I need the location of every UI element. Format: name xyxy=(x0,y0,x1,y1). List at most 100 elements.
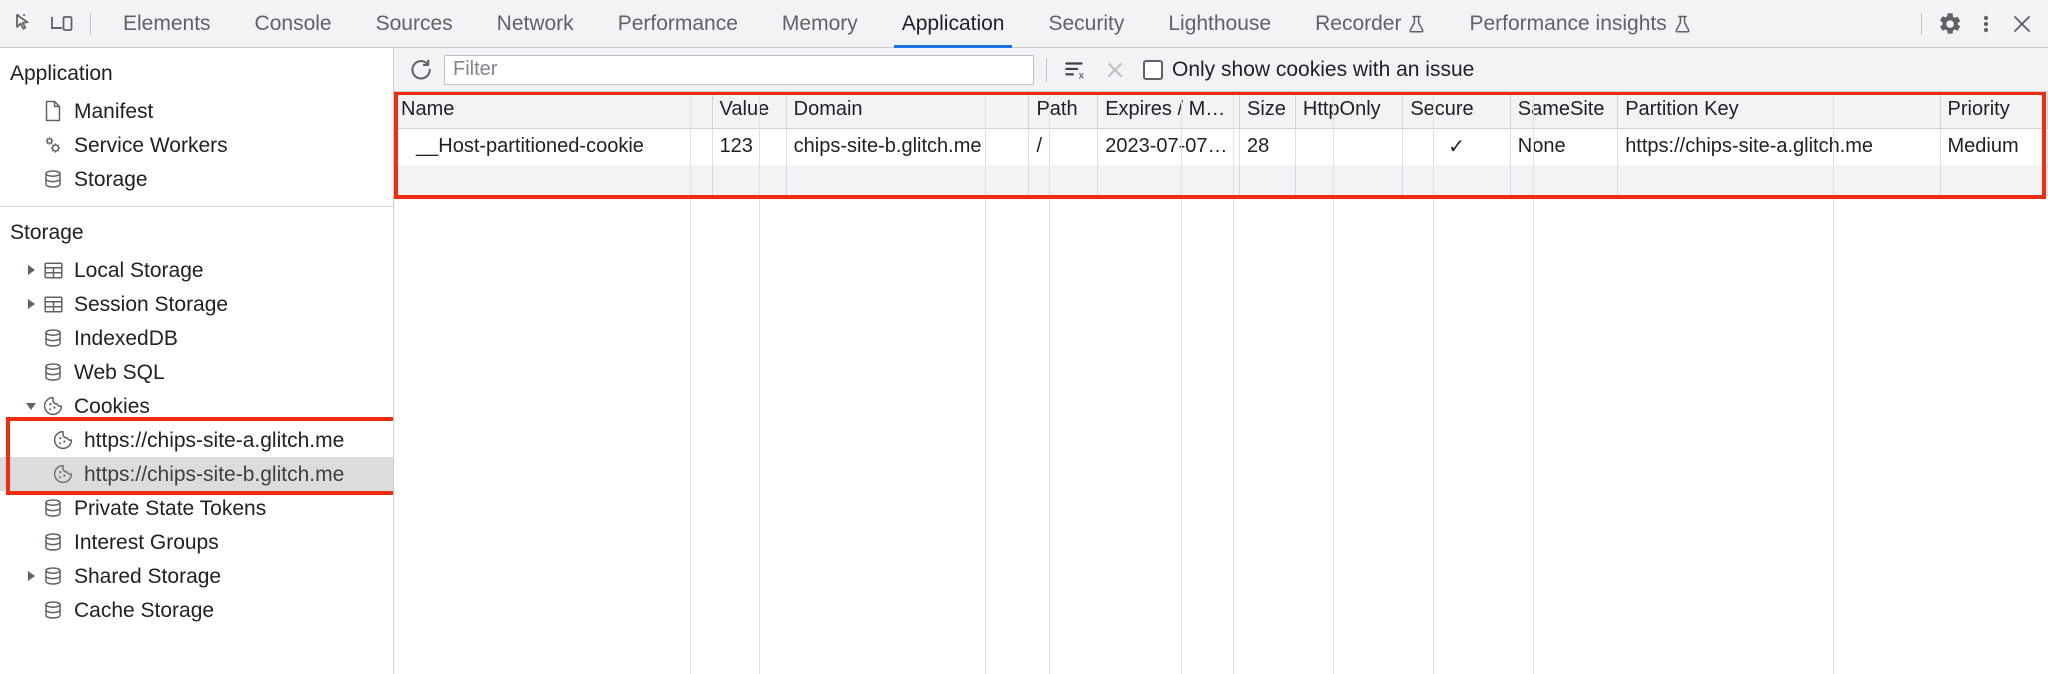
clear-filtered-cookies-icon[interactable]: x xyxy=(1059,54,1091,86)
column-header-httponly[interactable]: HttpOnly xyxy=(1295,92,1404,129)
clear-all-cookies-icon[interactable] xyxy=(1099,54,1131,86)
cell-samesite: None xyxy=(1510,128,1619,165)
sidebar-item-label: Interest Groups xyxy=(74,530,219,554)
cookies-table: Name Value Domain Path Expires / M… Size… xyxy=(394,92,2048,197)
tab-label: Performance xyxy=(617,11,738,35)
column-header-value[interactable]: Value xyxy=(712,92,787,129)
gear-icon[interactable] xyxy=(1932,6,1968,42)
tab-memory[interactable]: Memory xyxy=(760,0,880,48)
sidebar-item-interest-groups[interactable]: Interest Groups xyxy=(0,525,393,559)
only-show-issues-checkbox[interactable]: Only show cookies with an issue xyxy=(1143,58,1474,82)
sidebar-item-local-storage[interactable]: Local Storage xyxy=(0,253,393,287)
flask-icon xyxy=(1408,14,1425,34)
column-header-secure[interactable]: Secure xyxy=(1402,92,1511,129)
chevron-down-icon[interactable] xyxy=(22,402,40,410)
tab-sources[interactable]: Sources xyxy=(354,0,475,48)
devtools-tab-strip: Elements Console Sources Network Perform… xyxy=(101,0,1713,48)
tab-label: Recorder xyxy=(1315,11,1402,35)
sidebar-item-storage[interactable]: Storage xyxy=(0,162,393,196)
cookie-icon xyxy=(50,463,76,485)
tab-lighthouse[interactable]: Lighthouse xyxy=(1146,0,1293,48)
refresh-icon[interactable] xyxy=(404,54,436,86)
filter-input[interactable] xyxy=(444,54,1034,85)
devtools-body: Application Manifest xyxy=(0,48,2048,674)
sidebar-item-manifest[interactable]: Manifest xyxy=(0,94,393,128)
tab-performance[interactable]: Performance xyxy=(596,0,760,48)
cell-size: 28 xyxy=(1239,128,1296,165)
chevron-right-icon[interactable] xyxy=(22,571,40,581)
cookies-panel: x Only show cookies with an issue xyxy=(394,48,2048,674)
sidebar-divider xyxy=(0,206,393,207)
application-sidebar: Application Manifest xyxy=(0,48,394,674)
sidebar-item-label: Service Workers xyxy=(74,133,228,157)
database-icon xyxy=(40,497,66,519)
tab-label: Elements xyxy=(123,11,211,35)
sidebar-item-label: https://chips-site-a.glitch.me xyxy=(84,428,345,452)
cell-httponly xyxy=(1295,128,1404,165)
cookies-grid-wrapper: Name Value Domain Path Expires / M… Size… xyxy=(394,92,2048,674)
checkbox-label: Only show cookies with an issue xyxy=(1172,57,1475,81)
service-workers-icon xyxy=(40,134,66,156)
database-icon xyxy=(40,361,66,383)
svg-text:x: x xyxy=(1079,70,1085,81)
tab-network[interactable]: Network xyxy=(475,0,596,48)
database-icon xyxy=(40,599,66,621)
tab-performance-insights[interactable]: Performance insights xyxy=(1447,0,1712,48)
database-icon xyxy=(40,327,66,349)
sidebar-item-web-sql[interactable]: Web SQL xyxy=(0,355,393,389)
device-toolbar-icon[interactable] xyxy=(44,6,80,42)
sidebar-item-label: Shared Storage xyxy=(74,564,222,588)
chevron-right-icon[interactable] xyxy=(22,299,40,309)
sidebar-item-cookies-chips-site-a[interactable]: https://chips-site-a.glitch.me xyxy=(0,423,393,457)
tab-recorder[interactable]: Recorder xyxy=(1293,0,1447,48)
cookie-icon xyxy=(50,429,76,451)
cell-path: / xyxy=(1028,128,1099,165)
column-header-domain[interactable]: Domain xyxy=(786,92,1030,129)
tab-security[interactable]: Security xyxy=(1026,0,1146,48)
tab-elements[interactable]: Elements xyxy=(101,0,233,48)
tab-label: Application xyxy=(901,11,1005,35)
table-header-row: Name Value Domain Path Expires / M… Size… xyxy=(394,92,2048,129)
table-icon xyxy=(40,260,66,281)
tab-console[interactable]: Console xyxy=(233,0,354,48)
table-icon xyxy=(40,294,66,315)
tab-label: Memory xyxy=(781,11,858,35)
sidebar-item-private-state-tokens[interactable]: Private State Tokens xyxy=(0,491,393,525)
chevron-right-icon[interactable] xyxy=(22,265,40,275)
sidebar-item-indexeddb[interactable]: IndexedDB xyxy=(0,321,393,355)
tab-label: Network xyxy=(496,11,574,35)
database-icon xyxy=(40,168,66,190)
manifest-file-icon xyxy=(40,100,66,122)
column-header-name[interactable]: Name xyxy=(394,92,713,129)
tab-label: Security xyxy=(1048,11,1125,35)
inspect-element-icon[interactable] xyxy=(8,6,44,42)
sidebar-item-cookies[interactable]: Cookies xyxy=(0,389,393,423)
tab-label: Console xyxy=(254,11,332,35)
sidebar-item-cache-storage[interactable]: Cache Storage xyxy=(0,593,393,627)
sidebar-item-label: Cookies xyxy=(74,394,150,418)
column-header-size[interactable]: Size xyxy=(1239,92,1296,129)
sidebar-item-label: IndexedDB xyxy=(74,326,178,350)
table-filler-row xyxy=(394,165,2048,197)
column-header-path[interactable]: Path xyxy=(1028,92,1099,129)
tab-application[interactable]: Application xyxy=(880,0,1027,48)
sidebar-item-cookies-chips-site-b[interactable]: https://chips-site-b.glitch.me xyxy=(0,457,393,491)
column-header-samesite[interactable]: SameSite xyxy=(1510,92,1619,129)
sidebar-item-label: https://chips-site-b.glitch.me xyxy=(84,462,345,486)
kebab-menu-icon[interactable] xyxy=(1968,6,2004,42)
column-header-priority[interactable]: Priority xyxy=(1940,92,2048,129)
close-icon[interactable] xyxy=(2004,6,2040,42)
column-header-partition-key[interactable]: Partition Key xyxy=(1617,92,1941,129)
toolbar-divider xyxy=(90,12,91,35)
sidebar-item-session-storage[interactable]: Session Storage xyxy=(0,287,393,321)
sidebar-item-shared-storage[interactable]: Shared Storage xyxy=(0,559,393,593)
table-row[interactable]: __Host-partitioned-cookie 123 chips-site… xyxy=(394,128,2048,165)
sidebar-item-label: Storage xyxy=(74,167,148,191)
toolbar-divider-right xyxy=(1921,12,1922,35)
cell-partition-key: https://chips-site-a.glitch.me xyxy=(1617,128,1941,165)
column-header-expires[interactable]: Expires / M… xyxy=(1097,92,1241,129)
checkbox-box[interactable] xyxy=(1143,59,1163,80)
devtools-toolbar: Elements Console Sources Network Perform… xyxy=(0,0,2048,48)
sidebar-item-service-workers[interactable]: Service Workers xyxy=(0,128,393,162)
database-icon xyxy=(40,565,66,587)
